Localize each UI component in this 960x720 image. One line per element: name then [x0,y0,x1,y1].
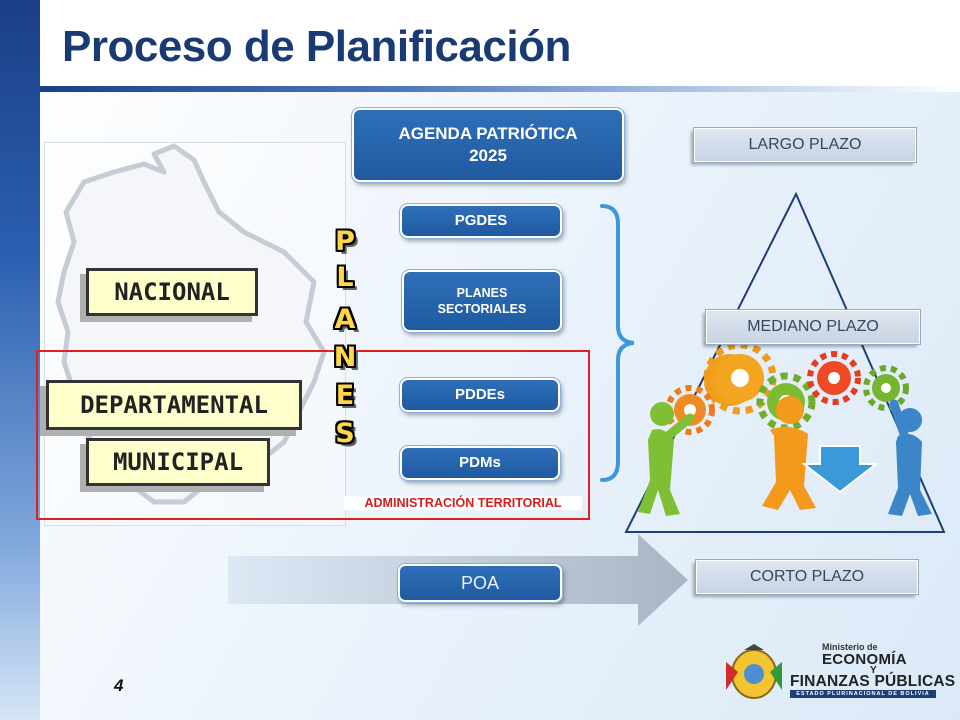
down-arrow-icon [801,445,879,494]
sectoriales-line1: PLANES [456,286,508,300]
bracket-icon [600,204,635,482]
territorial-admin-frame [36,350,590,520]
agenda-patriotica-box: AGENDA PATRIÓTICA 2025 [351,107,625,183]
person-figure-icon [762,396,816,510]
pdms-box: PDMs [399,445,561,481]
ministry-estado: ESTADO PLURINACIONAL DE BOLIVIA [790,690,936,698]
ministry-finanzas: FINANZAS PÚBLICAS [790,673,956,690]
pddes-box: PDDEs [399,377,561,413]
agenda-line2: 2025 [469,146,507,165]
coat-of-arms-icon [726,644,782,699]
gear-icon [807,351,861,405]
ministry-y: Y [870,665,877,676]
title-divider [40,86,960,92]
level-municipal: MUNICIPAL [86,438,270,486]
planes-letter: A [334,304,356,335]
left-accent-band [0,0,40,720]
ministry-economia: ECONOMÍA [822,651,907,668]
planes-letter: P [335,226,355,257]
level-departamental: DEPARTAMENTAL [46,380,302,430]
planes-letter: E [335,380,355,411]
poa-box: POA [397,563,563,603]
planning-triangle-illustration [624,191,946,533]
planes-letter: S [335,418,355,449]
sectoriales-line2: SECTORIALES [437,302,527,316]
agenda-line1: AGENDA PATRIÓTICA [398,124,578,143]
planes-letter: N [333,342,357,373]
gear-icon [863,365,909,411]
largo-plazo-label: LARGO PLAZO [693,127,917,163]
person-figure-icon [888,399,932,516]
ministry-small: Ministerio de [822,642,878,652]
person-figure-icon [638,402,695,516]
page-number: 4 [114,676,124,695]
mediano-plazo-label: MEDIANO PLAZO [705,309,921,345]
level-nacional: NACIONAL [86,268,258,316]
planes-letter: L [336,262,354,293]
corto-plazo-label: CORTO PLAZO [695,559,919,595]
page-title: Proceso de Planificación [62,22,571,71]
planes-sectoriales-box: PLANES SECTORIALES [401,269,563,333]
territorial-admin-label: ADMINISTRACIÓN TERRITORIAL [344,496,582,510]
pgdes-box: PGDES [399,203,563,239]
